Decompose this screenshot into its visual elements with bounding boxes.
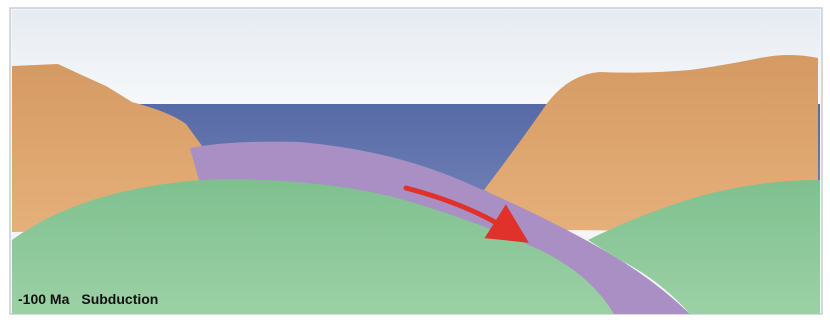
caption-time: -100 Ma bbox=[18, 291, 69, 307]
caption: -100 Ma Subduction bbox=[18, 291, 158, 307]
caption-label: Subduction bbox=[81, 291, 158, 307]
